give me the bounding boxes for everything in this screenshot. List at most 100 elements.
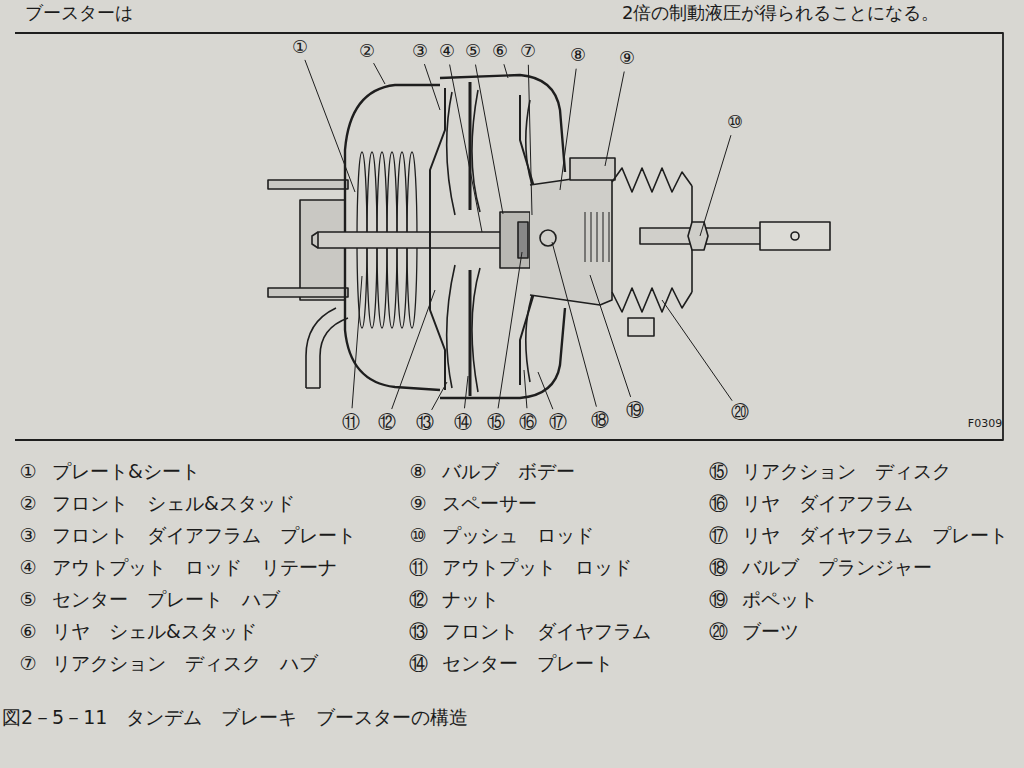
legend-number: ⑱: [709, 556, 728, 579]
leader-line: [524, 370, 527, 408]
leader-line: [432, 382, 447, 410]
rear-shell: [440, 308, 565, 398]
part-name: センター プレート ハブ: [52, 588, 280, 611]
part-name: フロント ダイヤフラム: [442, 620, 651, 643]
leader-line: [605, 72, 624, 166]
part-name: バルブ ボデー: [442, 460, 575, 483]
callout-number: ⑤: [464, 40, 482, 62]
part-name: ポペット: [742, 588, 818, 611]
leader-line: [305, 60, 355, 192]
callout-number: ⑬: [415, 411, 435, 433]
part-name: スペーサー: [442, 492, 537, 515]
leader-line: [392, 290, 435, 409]
callout-number: ⑮: [486, 411, 506, 433]
part-name: フロント ダイアフラム プレート: [52, 524, 356, 547]
legend-number: ③: [19, 524, 36, 547]
stud: [628, 318, 654, 336]
leader-line: [475, 65, 503, 214]
legend-number: ⑰: [709, 524, 728, 547]
part-name: アウトプット ロッド: [442, 556, 632, 579]
boot: [612, 288, 692, 312]
callout-number: ⑳: [730, 401, 750, 423]
stud: [268, 288, 348, 297]
leader-line: [560, 69, 576, 190]
boot: [612, 168, 692, 192]
part-name: バルブ プランジャー: [742, 556, 932, 579]
legend-number: ⑤: [19, 588, 36, 611]
callout-number: ②: [358, 40, 376, 62]
callout-number: ①: [291, 36, 309, 58]
leader-line: [590, 275, 631, 397]
legend-number: ⑧: [409, 460, 426, 483]
rear-shell: [440, 75, 565, 172]
callout-number: ⑥: [491, 40, 509, 62]
output-rod: [318, 232, 518, 248]
part-name: ブーツ: [742, 620, 799, 643]
reaction-disc: [518, 222, 528, 258]
leader-line: [498, 252, 522, 408]
legend-number: ⑭: [409, 652, 428, 675]
part-name: アウトプット ロッド リテーナ: [52, 556, 337, 579]
legend-number: ⑩: [409, 524, 426, 547]
legend-number: ⑥: [19, 620, 36, 643]
legend-number: ②: [19, 492, 36, 515]
part-name: リアクション ディスク: [742, 460, 951, 483]
rod-nose: [312, 232, 318, 248]
legend-number: ④: [19, 556, 36, 579]
diaphragm: [472, 90, 480, 392]
stud: [268, 180, 348, 189]
legend-number: ⑦: [19, 652, 36, 675]
leader-line: [424, 64, 440, 110]
valve-spring: [585, 212, 609, 262]
callout-number: ⑲: [625, 399, 645, 421]
leader-line: [700, 135, 731, 236]
front-diaphragm: [447, 92, 455, 388]
part-name: フロント シェル&スタッド: [52, 492, 295, 515]
leader-line: [528, 65, 532, 215]
callout-number: ⑩: [726, 111, 744, 133]
leader-line: [352, 276, 362, 408]
callout-number: ⑫: [377, 411, 397, 433]
callout-number: ⑧: [569, 44, 587, 66]
callout-number: ⑨: [618, 47, 636, 69]
flange: [300, 200, 345, 300]
clevis-hole: [791, 232, 799, 240]
nut: [688, 222, 708, 250]
part-name: リアクション ディスク ハブ: [52, 652, 318, 675]
body-text: 2倍の制動液圧が得られることになる。: [622, 2, 939, 24]
clevis: [760, 222, 830, 250]
callout-number: ③: [411, 40, 429, 62]
part-name: プッシュ ロッド: [442, 524, 594, 547]
part-name: リヤ ダイアフラム: [742, 492, 913, 515]
legend-number: ⑨: [409, 492, 426, 515]
front-diaphragm-plate: [430, 88, 445, 390]
legend-number: ⑯: [709, 492, 728, 515]
part-name: センター プレート: [442, 652, 613, 675]
check-pipe: [306, 308, 348, 388]
callout-number: ④: [438, 40, 456, 62]
callout-number: ⑱: [590, 409, 610, 431]
leader-line: [450, 65, 482, 232]
spacer: [570, 158, 615, 180]
leader-line: [552, 242, 596, 407]
figure-frame: [15, 33, 1003, 440]
callout-number: ⑰: [548, 411, 568, 433]
leader-line: [538, 372, 553, 409]
valve-plunger: [540, 230, 556, 246]
part-name: ナット: [442, 588, 499, 611]
figure-caption: 図2－5－11 タンデム ブレーキ ブースターの構造: [2, 706, 468, 729]
callout-number: ⑦: [519, 40, 537, 62]
legend-number: ①: [19, 460, 36, 483]
leader-line: [374, 63, 385, 84]
leader-line: [504, 64, 508, 78]
callout-number: ⑯: [518, 411, 538, 433]
legend-number: ⑬: [409, 620, 428, 643]
part-name: リヤ ダイヤフラム プレート: [742, 524, 1008, 547]
leader-line: [464, 376, 468, 408]
legend-number: ⑫: [409, 588, 428, 611]
figure-code: F0309: [968, 417, 1002, 430]
legend-number: ⑳: [709, 620, 728, 643]
part-name: リヤ シェル&スタッド: [52, 620, 257, 643]
valve-body: [530, 175, 612, 305]
part-name: プレート&シート: [52, 460, 200, 483]
